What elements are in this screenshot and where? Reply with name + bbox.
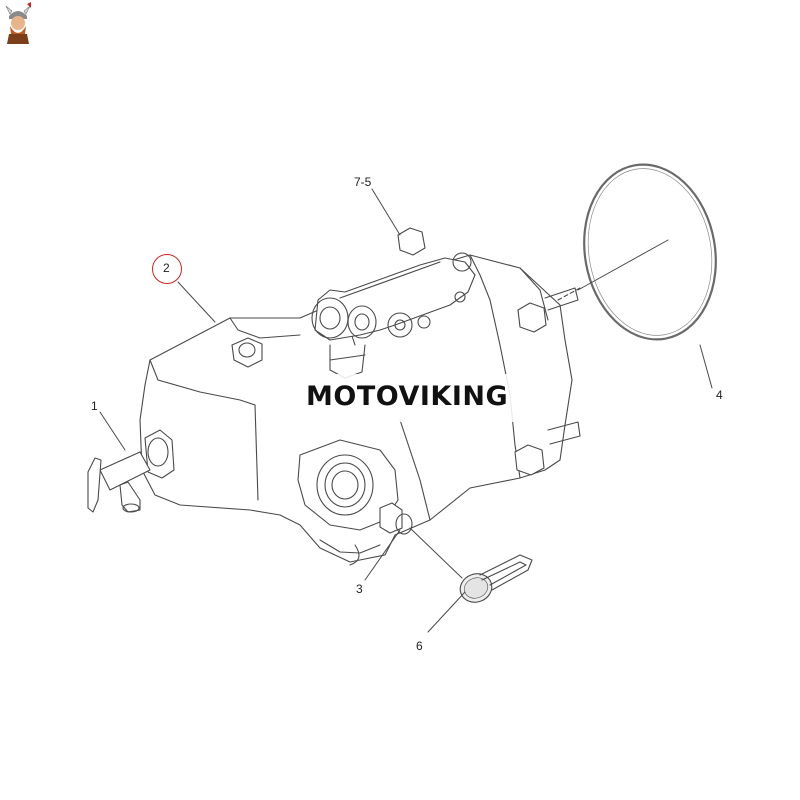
control-valve [311,252,476,379]
callout-7-5: 7-5 [354,175,372,189]
watermark-text: MOTOVIKING [306,381,509,412]
callout-2: 2 [163,261,170,275]
viking-mascot-logo [5,2,31,44]
callout-6: 6 [416,639,423,653]
watermark-banner [265,374,531,422]
housing-plugs [231,227,581,476]
callout-4: 4 [716,388,723,402]
port-plug [379,502,413,535]
leader-lines [99,188,713,633]
callout-1: 1 [91,399,98,413]
drain-valve [87,429,175,513]
callout-3: 3 [356,582,363,596]
small-o-ring [459,554,533,603]
large-o-ring [577,163,717,341]
callout-2-highlight-ring [152,254,182,284]
